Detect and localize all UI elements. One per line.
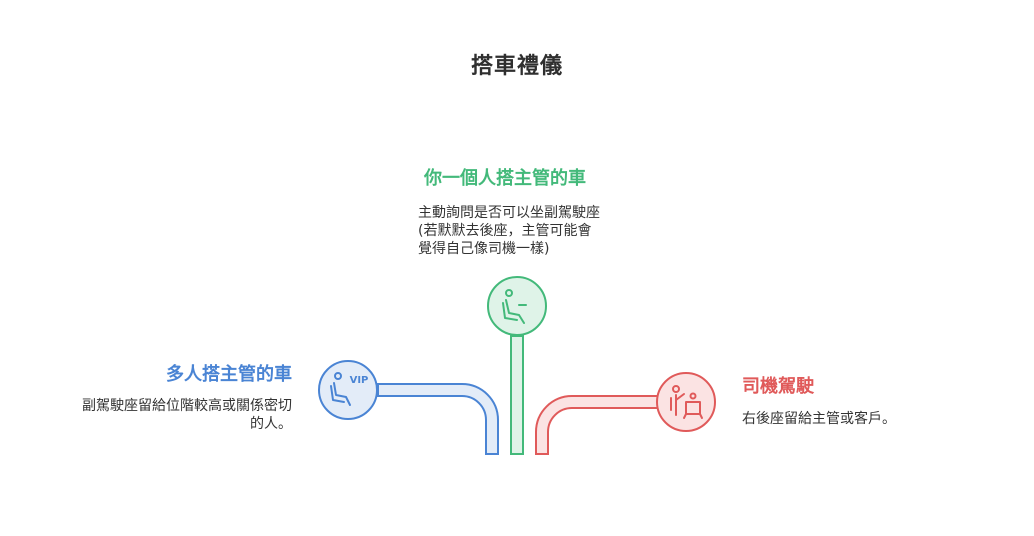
left-branch-heading: 多人搭主管的車: [166, 364, 292, 385]
left-branch-description: 副駕駛座留給位階較高或關係密切 的人。: [52, 397, 292, 433]
center-description-line-3: 覺得自己像司機一樣): [418, 241, 550, 257]
right-branch-heading: 司機駕駛: [742, 376, 814, 397]
right-description-line-1: 右後座留給主管或客戶。: [742, 411, 896, 427]
center-description-line-2: (若默默去後座，主管可能會: [418, 223, 592, 239]
center-branch-description: 主動詢問是否可以坐副駕駛座 (若默默去後座，主管可能會 覺得自己像司機一樣): [418, 204, 638, 258]
page-title: 搭車禮儀: [470, 54, 563, 79]
driver-icon: [656, 372, 716, 432]
left-description-line-2: 的人。: [250, 416, 292, 432]
center-connector: [510, 335, 524, 455]
vip-seat-icon: VIP: [318, 360, 378, 420]
center-branch-heading: 你一個人搭主管的車: [424, 168, 586, 189]
center-description-line-1: 主動詢問是否可以坐副駕駛座: [418, 205, 600, 221]
left-description-line-1: 副駕駛座留給位階較高或關係密切: [82, 398, 292, 414]
right-connector: [535, 395, 659, 455]
vip-label: VIP: [350, 375, 369, 386]
seat-icon: [487, 276, 547, 336]
right-branch-description: 右後座留給主管或客戶。: [742, 410, 982, 428]
left-connector: [377, 383, 499, 455]
